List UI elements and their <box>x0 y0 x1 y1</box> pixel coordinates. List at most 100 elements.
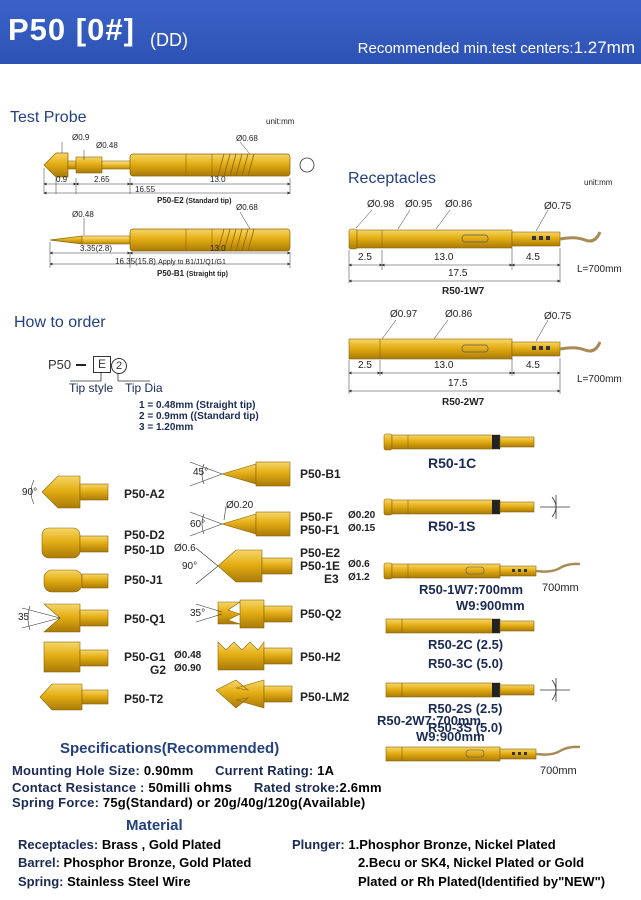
e2-dim-barrel: Ø0.68 <box>236 134 258 143</box>
tip-f-angle: 60° <box>190 519 206 530</box>
e2-len-1: 0.9 <box>56 175 68 184</box>
rec-r50-2w7: R50-2W7:700mm <box>377 713 482 728</box>
tip-q1-label: P50-Q1 <box>124 612 166 626</box>
rec-r50-2c: R50-2C (2.5) <box>428 637 504 652</box>
mat-plunger-3: Plated or Rh Plated(Identified by"NEW") <box>358 874 606 889</box>
r1w7-d1: Ø0.98 <box>367 199 395 210</box>
r2w7-l1: 2.5 <box>358 360 372 371</box>
e2-len-4: 16.55 <box>135 185 156 194</box>
specs-title: Specifications(Recommended) <box>60 740 280 757</box>
tip-f-dim0: Ø0.20 <box>226 500 254 511</box>
rec-r50-3s: R50-3S (5.0) <box>428 720 503 735</box>
mat-barrel-label: Barrel: <box>18 855 60 870</box>
r1w7-d4: Ø0.75 <box>544 201 572 212</box>
tip-b1-label: P50-B1 <box>300 467 341 481</box>
order-option-2: 2 = 0.9mm ((Standard tip) <box>139 411 259 422</box>
b1-caption-note: (Straight tip) <box>186 271 228 278</box>
order-circle-code: 2 <box>111 358 127 374</box>
r2w7-wire: L=700mm <box>577 374 622 385</box>
tip-e3-label: E3 <box>324 572 339 586</box>
mat-plunger-label: Plunger: <box>292 837 345 852</box>
b1-caption: P50-B1 (Straight tip) <box>157 269 228 278</box>
tip-t2-label: P50-T2 <box>124 692 164 706</box>
test-probe-unit: unit:mm <box>266 117 295 126</box>
r2w7-d1: Ø0.97 <box>390 309 418 320</box>
tip-g1-label: P50-G1 <box>124 650 166 664</box>
test-probe-title: Test Probe <box>10 109 87 126</box>
b1-len-3: 16.35(15.8) Apply to B1/J1/Q1/G1 <box>115 257 226 266</box>
r2w7-caption: R50-2W7 <box>442 397 485 408</box>
spec-force-label: Spring Force: <box>12 795 100 810</box>
spec-resistance-label: Contact Resistance : <box>12 780 145 795</box>
tip-g2-dim: Ø0.90 <box>174 663 202 674</box>
tip-e2-dim1: Ø0.6 <box>348 559 370 570</box>
rec-r50-3c: R50-3C (5.0) <box>428 656 504 671</box>
r2w7-d3: Ø0.75 <box>544 311 572 322</box>
spec-resistance-unit: ohms <box>194 779 233 795</box>
tip-lm2-label: P50-LM2 <box>300 690 350 704</box>
tip-1d-label: P50-1D <box>124 543 165 557</box>
rec-r50-2s: R50-2S (2.5) <box>428 701 503 716</box>
rec-wire-2: 700mm <box>540 765 577 777</box>
tip-q2-angle: 35° <box>190 608 206 619</box>
header-bar <box>0 0 641 64</box>
tip-b1-angle: 45° <box>193 467 209 478</box>
mat-receptacles-label: Receptacles: <box>18 837 99 852</box>
tip-1d-dim: Ø0.6 <box>174 543 196 554</box>
spec-force-value: 75g(Standard) or 20g/40g/120g(Available) <box>102 795 366 810</box>
tip-g2-label: G2 <box>150 663 167 677</box>
r1w7-l2: 13.0 <box>434 252 454 263</box>
mat-plunger: Plunger: 1.Phosphor Bronze, Nickel Plate… <box>292 837 556 852</box>
order-tip-style: Tip style <box>69 381 114 395</box>
r1w7-l3: 4.5 <box>526 252 540 263</box>
material-title: Material <box>126 817 183 834</box>
tip-f1-dim: Ø0.15 <box>348 523 376 534</box>
rec-wire-1: 700mm <box>542 582 579 594</box>
order-options: 1 = 0.48mm (Straight tip) 2 = 0.9mm ((St… <box>139 400 259 433</box>
spec-line-3: Spring Force: 75g(Standard) or 20g/40g/1… <box>12 795 365 810</box>
mat-spring-value: Stainless Steel Wire <box>67 874 191 889</box>
how-to-order-title: How to order <box>14 314 106 331</box>
mat-barrel: Barrel: Phosphor Bronze, Gold Plated <box>18 855 251 870</box>
r1w7-d3: Ø0.86 <box>445 199 473 210</box>
mat-plunger-2: 2.Becu or SK4, Nickel Plated or Gold <box>358 855 585 870</box>
order-option-1: 1 = 0.48mm (Straight tip) <box>139 400 256 411</box>
b1-len-3-value: 16.35(15.8) <box>115 257 156 266</box>
r1w7-wire: L=700mm <box>577 264 622 275</box>
spec-current-label: Current Rating: <box>215 763 314 778</box>
tip-f1-label: P50-F1 <box>300 523 340 537</box>
rec-r50-1w7: R50-1W7:700mm <box>419 582 524 597</box>
order-tip-dia: Tip Dia <box>125 381 163 395</box>
spec-resistance-value: 50milli <box>148 780 191 795</box>
rec-r50-1s: R50-1S <box>428 518 476 534</box>
e2-caption-note: (Standard tip) <box>185 198 232 205</box>
r2w7-d2: Ø0.86 <box>445 309 473 320</box>
mat-barrel-value: Phosphor Bronze, Gold Plated <box>63 855 252 870</box>
tip-g1-dim: Ø0.48 <box>174 650 202 661</box>
mat-spring-label: Spring: <box>18 874 64 889</box>
r2w7-l2: 13.0 <box>434 360 454 371</box>
mat-receptacles-value: Brass , Gold Plated <box>101 837 222 852</box>
recommend-label: Recommended min.test centers: <box>357 40 574 57</box>
e2-dim-neck: Ø0.48 <box>96 141 118 150</box>
r2w7-total: 17.5 <box>448 378 468 389</box>
e2-len-2: 2.65 <box>94 175 110 184</box>
receptacles-unit: unit:mm <box>584 178 613 187</box>
e2-caption: P50-E2 (Standard tip) <box>157 196 231 205</box>
spec-hole-label: Mounting Hole Size: <box>12 763 141 778</box>
order-model: P50 <box>48 357 72 372</box>
b1-len-2: 13.0 <box>210 244 226 253</box>
spec-stroke-value: 2.6mm <box>339 780 382 795</box>
tip-a2-angle: 90° <box>22 487 38 498</box>
b1-len-1: 3.35(2.8) <box>80 244 113 253</box>
tip-q1-angle: 35 <box>18 612 30 623</box>
r1w7-d2: Ø0.95 <box>405 199 433 210</box>
e2-dim-tip: Ø0.9 <box>72 133 90 142</box>
r1w7-total: 17.5 <box>448 268 468 279</box>
tip-e2-dim2: Ø1.2 <box>348 572 370 583</box>
